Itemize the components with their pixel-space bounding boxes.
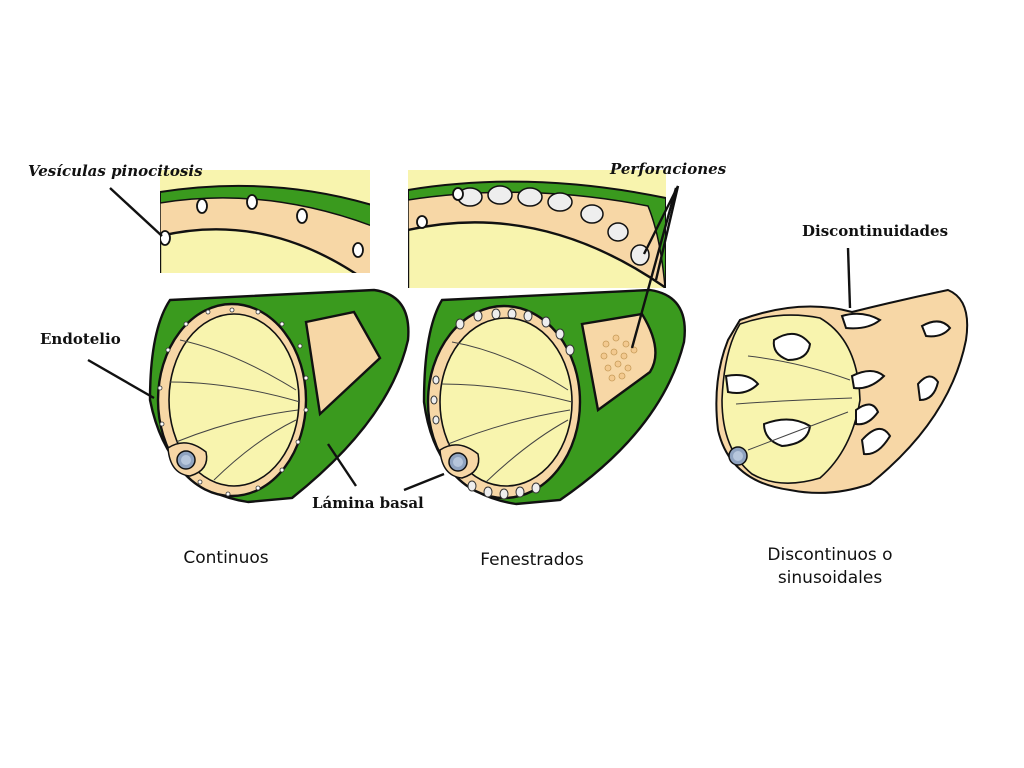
- label-endothelium: Endotelio: [40, 330, 121, 348]
- endothelial-nucleus-sinusoidal: [728, 446, 748, 466]
- leader-lines: [87, 185, 852, 492]
- caption-continuous: Continuos: [183, 548, 268, 568]
- cell-borders: [169, 339, 301, 481]
- label-perforations: Perforaciones: [609, 160, 727, 178]
- fenestrated-wall-detail: [408, 170, 666, 288]
- continuous-wall-detail: [160, 170, 370, 273]
- label-discontinuities: Discontinuidades: [802, 222, 948, 240]
- pinocytic-vesicles: [160, 194, 364, 258]
- cut-wall-window: [304, 310, 382, 417]
- fenestrae: [457, 185, 650, 266]
- sinusoid-gaps: [724, 312, 952, 456]
- caption-fenestrated: Fenestrados: [480, 550, 584, 570]
- cell-borders-fenestrated: [441, 341, 573, 483]
- cell-borders-sinusoidal: [735, 355, 853, 451]
- label-basal-lamina: Lámina basal: [312, 494, 424, 512]
- sinusoidal-capillary: [715, 288, 969, 494]
- perforation-dots: [600, 334, 638, 382]
- caption-discontinuous-line1: Discontinuos o: [767, 545, 892, 565]
- label-vesicles: Vesículas pinocitosis: [28, 162, 203, 180]
- fenestrae-ring: [430, 308, 575, 500]
- fenestrated-capillary: [422, 288, 686, 506]
- continuous-capillary: [148, 288, 410, 504]
- caption-discontinuous-line2: sinusoidales: [778, 568, 883, 588]
- endothelial-nucleus: [167, 442, 208, 477]
- endothelial-nucleus-fenestrated: [439, 444, 480, 479]
